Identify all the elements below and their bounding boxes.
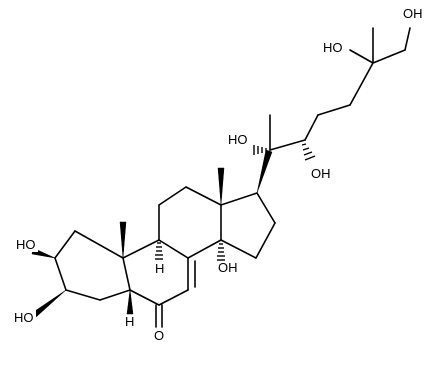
bond-c24-c25 — [349, 62, 374, 106]
wedge-c19-methyl — [119, 221, 127, 259]
bond-c16-c15 — [255, 222, 276, 259]
bond-c12-c13 — [185, 186, 222, 206]
bond-c9-c10 — [122, 239, 160, 259]
bond-c20-c22 — [269, 139, 306, 151]
label-o-6: O — [154, 328, 164, 343]
hash-c9-h — [155, 242, 163, 260]
bond-c22-c23 — [304, 114, 319, 141]
bond-c10-c1 — [74, 230, 124, 259]
bond-c3-c4 — [65, 289, 101, 301]
bond-c15-c14 — [220, 239, 257, 259]
bond-c13-c17 — [220, 192, 258, 206]
hash-c14-oh — [217, 243, 225, 261]
label-oh-3: HO — [14, 310, 34, 325]
label-h-9: H — [155, 261, 164, 276]
bond-c5-c6 — [129, 289, 160, 306]
bond-c5-c10 — [122, 257, 131, 291]
bond-c25-oh — [349, 49, 374, 64]
bond-c6-c7 — [158, 289, 189, 306]
label-oh-14: OH — [218, 260, 238, 275]
wedge-c17-c20 — [256, 149, 273, 194]
label-oh-22: OH — [311, 166, 331, 181]
bond-c2-c3 — [54, 257, 67, 291]
label-oh-26: OH — [403, 6, 423, 21]
bond-c26-oh — [404, 27, 411, 51]
bond-c17-c16 — [256, 192, 276, 224]
wedge-c3-oh — [31, 289, 67, 319]
bond-c8-c9 — [158, 239, 189, 259]
label-oh-20: HO — [228, 132, 248, 147]
wedge-c5-h — [126, 289, 134, 315]
bond-c11-c12 — [158, 186, 187, 206]
hash-c22-oh — [301, 143, 316, 161]
bond-c23-c24 — [317, 104, 351, 116]
wedge-c18-methyl — [217, 167, 225, 206]
bond-c4-c5 — [99, 289, 131, 301]
hash-c20-oh — [253, 145, 267, 155]
bond-c1-c2 — [54, 230, 76, 259]
label-oh-2: HO — [16, 237, 36, 252]
label-oh-25: HO — [323, 40, 343, 55]
bond-c14-c8 — [187, 239, 222, 259]
label-h-5: H — [125, 314, 134, 329]
bond-c25-c26 — [372, 49, 406, 64]
